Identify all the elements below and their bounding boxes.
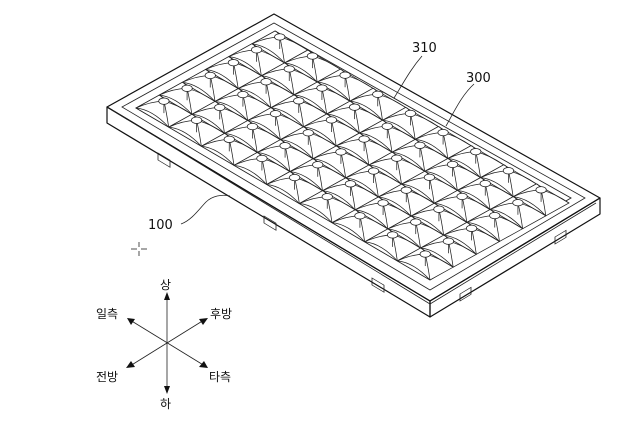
dome-cell-310 bbox=[331, 209, 389, 243]
slot bbox=[263, 215, 277, 231]
dome-cell-310 bbox=[260, 62, 318, 96]
slot bbox=[371, 277, 385, 293]
dome-cell-310 bbox=[223, 120, 282, 153]
dir-front: 전방 bbox=[96, 370, 118, 384]
plate-300 bbox=[135, 30, 572, 281]
dome-cell-310 bbox=[396, 247, 454, 281]
dome-cell-310 bbox=[214, 88, 272, 121]
dome-cell-310 bbox=[358, 119, 416, 153]
direction-compass bbox=[126, 292, 208, 394]
slot bbox=[459, 286, 472, 302]
tray-inner-rim bbox=[121, 22, 586, 291]
dome-cell-310 bbox=[251, 30, 309, 64]
dome-cell-310 bbox=[377, 183, 435, 217]
label-100: 100 bbox=[148, 218, 173, 233]
dome-cell-310 bbox=[410, 202, 468, 236]
dome-cell-310 bbox=[489, 196, 547, 230]
slot bbox=[157, 152, 171, 168]
dir-rear: 후방 bbox=[210, 307, 232, 321]
leader-100 bbox=[180, 194, 231, 225]
slot bbox=[554, 229, 567, 245]
frame-100 bbox=[106, 13, 601, 318]
label-310: 310 bbox=[412, 41, 437, 56]
dir-one-side: 일측 bbox=[96, 307, 118, 321]
dome-cell-310 bbox=[442, 221, 501, 255]
leader-310 bbox=[393, 55, 423, 99]
dir-up: 상 bbox=[160, 278, 171, 292]
dir-down: 하 bbox=[160, 397, 171, 411]
center-mark bbox=[131, 242, 147, 256]
label-300: 300 bbox=[466, 71, 491, 86]
dome-cell-310 bbox=[423, 158, 482, 191]
dome-cell-310 bbox=[363, 228, 422, 262]
dir-other-side: 타측 bbox=[209, 370, 231, 384]
dome-cell-310 bbox=[293, 81, 351, 115]
leader-300 bbox=[445, 83, 475, 127]
tray-right-side bbox=[429, 197, 601, 318]
